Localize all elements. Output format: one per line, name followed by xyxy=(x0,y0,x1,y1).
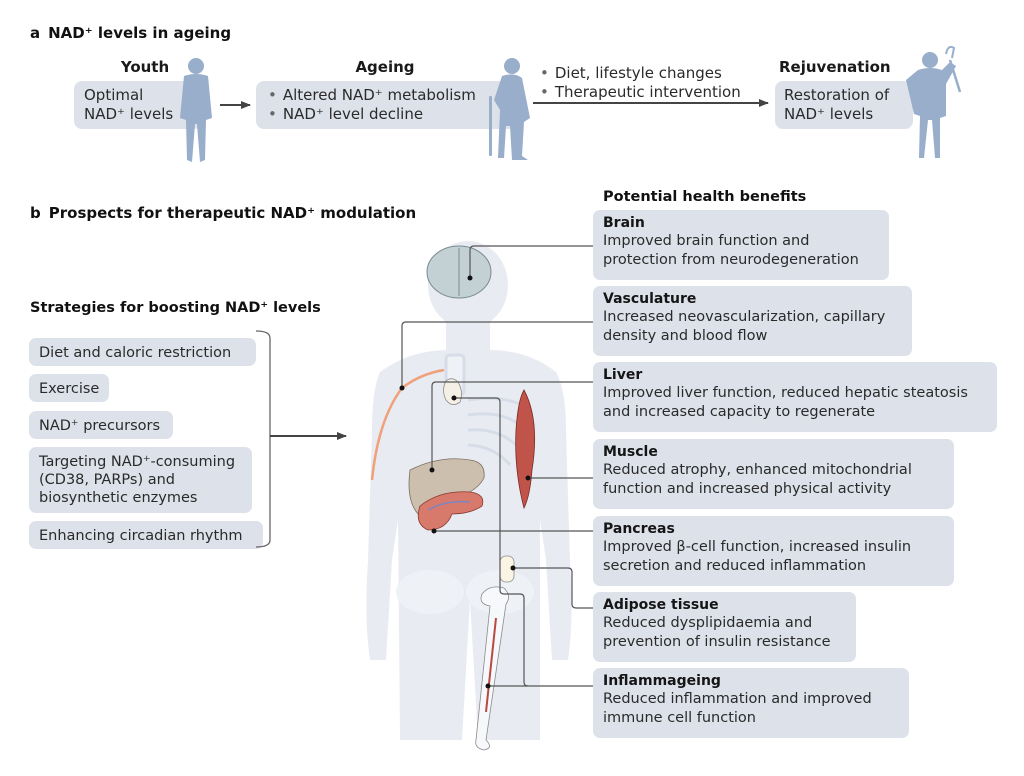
strategy-line: NAD⁺ precursors xyxy=(39,418,161,434)
benefit-title: Brain xyxy=(603,215,645,231)
benefit-card-brain: Brain Improved brain function and protec… xyxy=(593,210,889,280)
strategy-item: Exercise xyxy=(29,374,109,402)
rejuvenated-person-raising-cane-icon xyxy=(906,45,962,158)
connector-adipose xyxy=(513,567,596,609)
strategy-line: Targeting NAD⁺-consuming xyxy=(39,454,236,470)
youth-line-2: NAD⁺ levels xyxy=(84,105,174,123)
stage-label-rejuvenation: Rejuvenation xyxy=(779,58,891,76)
benefit-desc-line: Improved β-cell function, increased insu… xyxy=(603,539,912,555)
intervention-list: Diet, lifestyle changes Therapeutic inte… xyxy=(540,64,741,102)
stage-label-ageing: Ageing xyxy=(355,58,415,76)
liver-icon xyxy=(408,458,485,515)
benefit-card-inflammageing: Inflammageing Reduced inflammation and i… xyxy=(593,668,909,738)
young-person-icon xyxy=(180,58,212,162)
panel-a-title-text: NAD⁺ levels in ageing xyxy=(48,24,232,42)
ageing-bullet-2: NAD⁺ level decline xyxy=(268,105,504,124)
strategy-item: Targeting NAD⁺-consuming (CD38, PARPs) a… xyxy=(29,447,252,513)
benefit-title: Muscle xyxy=(603,444,658,460)
connector-inflammageing xyxy=(454,397,596,687)
intervention-item: Therapeutic intervention xyxy=(540,83,741,102)
benefit-desc-line: Improved brain function and xyxy=(603,233,810,249)
brain-icon xyxy=(426,245,492,299)
benefit-desc-line: Reduced inflammation and improved xyxy=(603,691,872,707)
panel-b-letter: b xyxy=(30,204,41,222)
benefit-desc-line: protection from neurodegeneration xyxy=(603,252,859,268)
connector-brain xyxy=(469,245,596,278)
benefit-desc-line: Reduced atrophy, enhanced mitochondrial xyxy=(603,462,912,478)
benefit-card-adipose-tissue: Adipose tissue Reduced dysplipidaemia an… xyxy=(593,592,856,662)
stage-label-youth: Youth xyxy=(120,58,170,76)
stage-box-ageing: Altered NAD⁺ metabolism NAD⁺ level decli… xyxy=(256,81,516,129)
strategy-item: Diet and caloric restriction xyxy=(29,338,256,366)
strategy-line: (CD38, PARPs) and xyxy=(39,472,176,488)
benefit-desc-line: Improved liver function, reduced hepatic… xyxy=(603,385,968,401)
strategies-bracket xyxy=(255,330,271,548)
elderly-person-with-cane-icon xyxy=(489,58,530,160)
panel-b-title: b Prospects for therapeutic NAD⁺ modulati… xyxy=(30,204,416,222)
femur-bone-icon xyxy=(475,586,509,751)
rejuvenation-line-2: NAD⁺ levels xyxy=(784,105,874,123)
benefit-desc-line: density and blood flow xyxy=(603,328,768,344)
benefit-desc-line: and increased capacity to regenerate xyxy=(603,404,876,420)
benefit-title: Liver xyxy=(603,367,643,383)
connector-vasculature xyxy=(401,321,596,388)
strategy-line: Enhancing circadian rhythm xyxy=(39,528,243,544)
benefit-card-pancreas: Pancreas Improved β-cell function, incre… xyxy=(593,516,954,586)
strategy-item: Enhancing circadian rhythm xyxy=(29,521,263,549)
panel-a-graphics xyxy=(180,45,962,162)
strategy-line: biosynthetic enzymes xyxy=(39,490,198,506)
benefit-title: Pancreas xyxy=(603,521,675,537)
strategy-line: Exercise xyxy=(39,381,100,397)
panel-b-title-text: Prospects for therapeutic NAD⁺ modulatio… xyxy=(48,204,417,222)
stage-box-youth: Optimal NAD⁺ levels xyxy=(74,81,202,129)
connector-lines xyxy=(401,245,596,687)
benefit-card-muscle: Muscle Reduced atrophy, enhanced mitocho… xyxy=(593,439,954,509)
rejuvenation-line-1: Restoration of xyxy=(784,86,890,104)
panel-a-letter: a xyxy=(30,24,41,42)
benefit-card-liver: Liver Improved liver function, reduced h… xyxy=(593,362,997,432)
benefit-desc-line: immune cell function xyxy=(603,710,756,726)
strategy-line: Diet and caloric restriction xyxy=(39,345,232,361)
benefit-desc-line: secretion and reduced inflammation xyxy=(603,558,867,574)
benefit-desc-line: prevention of insulin resistance xyxy=(603,634,831,650)
stage-box-rejuvenation: Restoration of NAD⁺ levels xyxy=(775,81,913,129)
benefit-desc-line: function and increased physical activity xyxy=(603,481,892,497)
connector-dots xyxy=(399,275,531,689)
benefit-card-vasculature: Vasculature Increased neovascularization… xyxy=(593,286,912,356)
panel-a-title: a NAD⁺ levels in ageing xyxy=(30,24,231,42)
ageing-bullet-1: Altered NAD⁺ metabolism xyxy=(268,86,504,105)
benefit-title: Inflammageing xyxy=(603,673,721,689)
benefit-title: Vasculature xyxy=(603,291,697,307)
benefit-title: Adipose tissue xyxy=(603,597,719,613)
connector-liver xyxy=(431,381,596,470)
youth-line-1: Optimal xyxy=(84,86,144,104)
benefit-desc-line: Increased neovascularization, capillary xyxy=(603,309,886,325)
strategy-item: NAD⁺ precursors xyxy=(29,411,173,439)
strategies-heading: Strategies for boosting NAD⁺ levels xyxy=(30,300,321,316)
benefits-heading: Potential health benefits xyxy=(603,189,807,205)
intervention-item: Diet, lifestyle changes xyxy=(540,64,741,83)
benefit-desc-line: Reduced dysplipidaemia and xyxy=(603,615,813,631)
